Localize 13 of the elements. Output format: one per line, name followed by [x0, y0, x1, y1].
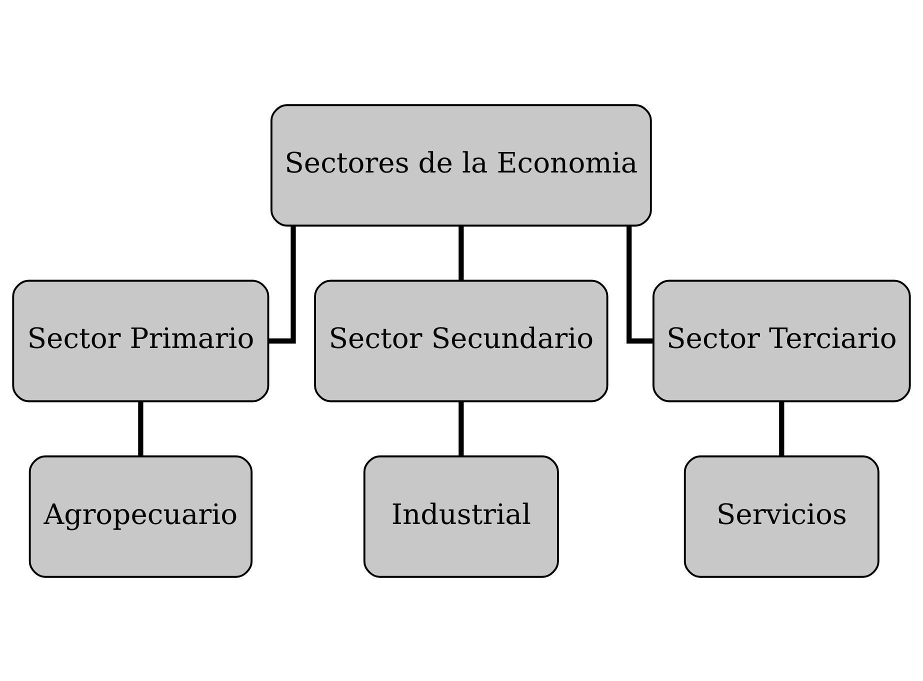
connector [138, 400, 144, 456]
node-box: Industrial [363, 454, 559, 578]
connector [458, 400, 464, 456]
node-box: Sector Secundario [314, 279, 608, 402]
connector [626, 225, 654, 344]
connector [268, 225, 296, 344]
node-box: Agropecuario [28, 454, 253, 578]
connector [779, 400, 784, 456]
connector [458, 225, 464, 280]
node-box: Sectores de la Economia [270, 104, 652, 226]
node-box: Sector Primario [12, 279, 270, 402]
node-box: Sector Terciario [652, 279, 911, 402]
node-box: Servicios [684, 454, 880, 578]
